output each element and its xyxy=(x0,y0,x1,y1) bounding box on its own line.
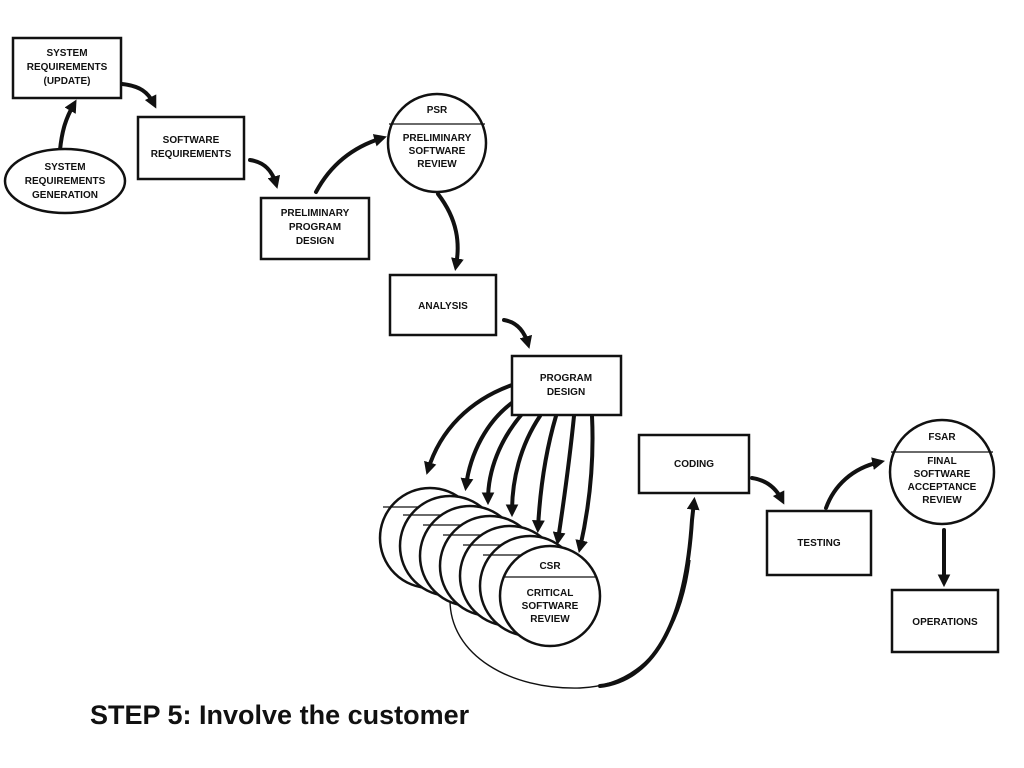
node-abbr: CSR xyxy=(539,561,561,572)
node-psr: PSR PRELIMINARY SOFTWARE REVIEW xyxy=(386,92,488,194)
arrow-update-to-software-req xyxy=(120,82,157,109)
node-program-design: PROGRAM DESIGN xyxy=(510,354,623,417)
arrow-generation-to-update xyxy=(58,99,77,152)
node-label: REQUIREMENTS xyxy=(27,62,108,73)
arrow-csr-to-coding xyxy=(598,496,700,688)
node-label: ANALYSIS xyxy=(418,301,468,312)
node-label: SOFTWARE xyxy=(522,601,579,612)
node-label: REVIEW xyxy=(922,495,962,506)
node-label: ACCEPTANCE xyxy=(908,482,977,493)
node-label: PRELIMINARY xyxy=(403,133,472,144)
slide-caption: STEP 5: Involve the customer xyxy=(90,700,470,730)
node-csr: CSR CRITICAL SOFTWARE REVIEW xyxy=(498,544,602,648)
arrow-design-fan-6 xyxy=(552,414,576,546)
arrow-coding-to-testing xyxy=(750,476,785,505)
node-label: (UPDATE) xyxy=(43,76,90,87)
flow-arrows xyxy=(58,82,951,689)
node-operations: OPERATIONS xyxy=(890,588,1000,654)
node-label: TESTING xyxy=(797,538,841,549)
arrow-psr-to-analysis xyxy=(436,192,464,272)
node-analysis: ANALYSIS xyxy=(388,273,498,337)
node-label: REVIEW xyxy=(530,614,570,625)
node-label: SOFTWARE xyxy=(409,146,466,157)
node-software-requirements: SOFTWARE REQUIREMENTS xyxy=(136,115,246,181)
node-abbr: PSR xyxy=(427,105,448,116)
arrow-design-fan-4 xyxy=(505,414,542,518)
arrow-design-fan-2 xyxy=(460,398,518,492)
node-fsar: FSAR FINAL SOFTWARE ACCEPTANCE REVIEW xyxy=(888,418,996,526)
node-label: OPERATIONS xyxy=(912,617,978,628)
arrow-design-fan-1 xyxy=(424,383,514,475)
node-abbr: FSAR xyxy=(928,432,956,443)
node-label: DESIGN xyxy=(296,236,334,247)
node-label: REQUIREMENTS xyxy=(25,176,106,187)
node-system-requirements-generation: SYSTEM REQUIREMENTS GENERATION xyxy=(3,147,127,215)
arrow-design-fan-7 xyxy=(575,414,595,553)
node-label: REVIEW xyxy=(417,159,457,170)
arrow-design-fan-3 xyxy=(481,412,524,506)
node-label: PROGRAM xyxy=(540,373,592,384)
arrow-design-fan-5 xyxy=(532,414,558,534)
node-label: REQUIREMENTS xyxy=(151,149,232,160)
node-label: SYSTEM xyxy=(44,162,85,173)
node-label: PROGRAM xyxy=(289,222,341,233)
node-testing: TESTING xyxy=(765,509,873,577)
node-label: SYSTEM xyxy=(46,48,87,59)
node-label: SOFTWARE xyxy=(163,135,220,146)
node-label: DESIGN xyxy=(547,387,585,398)
node-preliminary-program-design: PRELIMINARY PROGRAM DESIGN xyxy=(259,196,371,261)
node-coding: CODING xyxy=(637,433,751,495)
arrow-software-req-to-prelim xyxy=(248,158,281,189)
node-label: FINAL xyxy=(927,456,956,467)
node-system-requirements-update: SYSTEM REQUIREMENTS (UPDATE) xyxy=(11,36,123,100)
node-label: CRITICAL xyxy=(527,588,574,599)
arrow-testing-to-fsar xyxy=(824,457,886,510)
node-label: SOFTWARE xyxy=(914,469,971,480)
node-label: GENERATION xyxy=(32,190,98,201)
arrow-analysis-to-program-design xyxy=(502,318,533,349)
csr-stack: CSR CRITICAL SOFTWARE REVIEW xyxy=(378,486,602,648)
node-label: CODING xyxy=(674,459,714,470)
node-label: PRELIMINARY xyxy=(281,208,350,219)
arrow-prelim-to-psr xyxy=(314,134,387,194)
